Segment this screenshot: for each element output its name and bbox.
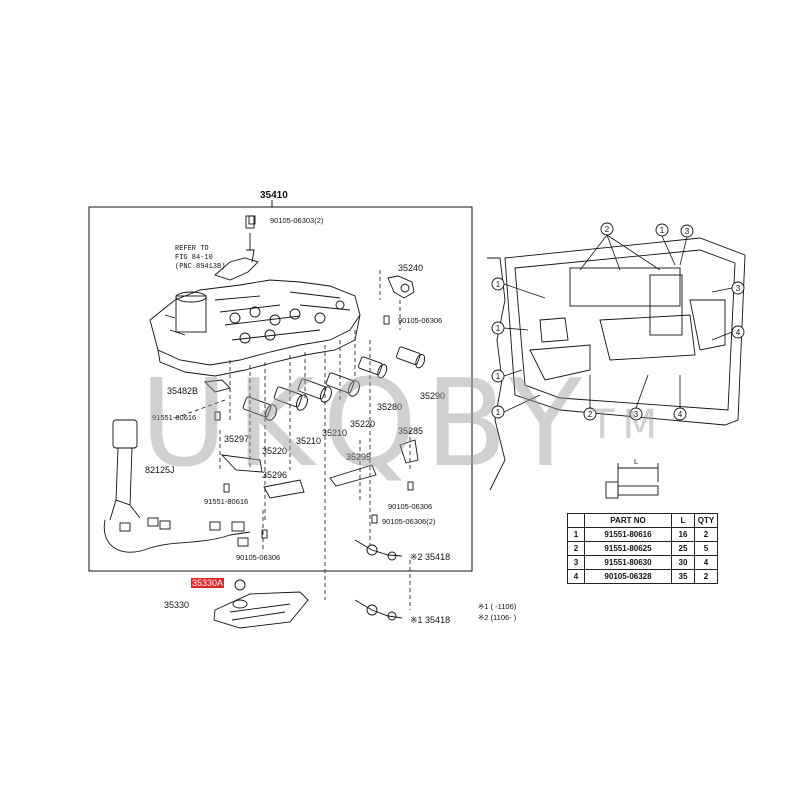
cell-index: 1 <box>567 527 585 542</box>
refer-line-1: REFER TO <box>175 245 209 253</box>
marker-3-a: 3 <box>685 227 690 236</box>
callout-35220-a: 35220 <box>350 419 376 429</box>
cell-index: 2 <box>567 541 585 556</box>
marker-4-a: 4 <box>736 328 741 337</box>
callout-91551-80616-b: 91551-80616 <box>204 497 249 506</box>
table-row: 4 90105-06328 35 2 <box>567 569 718 584</box>
callout-35240: 35240 <box>398 263 424 273</box>
strainer <box>213 579 309 629</box>
table-row: 3 91551-80630 30 4 <box>567 555 718 570</box>
marker-4-b: 4 <box>678 410 683 419</box>
note-1: ※1 ( -1106) <box>478 602 517 611</box>
cell-qty: 5 <box>694 541 718 556</box>
note-2: ※2 (1106- ) <box>478 613 517 622</box>
callout-90105-06306-a: 90105-06306 <box>398 316 443 325</box>
cell-length: 35 <box>671 569 695 584</box>
th-index <box>567 513 585 528</box>
marker-3-c: 3 <box>634 410 639 419</box>
marker-1-b: 1 <box>660 226 665 235</box>
callout-35418-a: ※2 35418 <box>410 552 451 562</box>
highlight-35330a: 35330A <box>191 578 225 588</box>
marker-2-b: 2 <box>588 410 593 419</box>
callout-90105-06306-b: 90105-06306 <box>388 502 433 511</box>
marker-1-e: 1 <box>496 408 501 417</box>
refer-line-3: (PNC 89413B) <box>175 263 226 271</box>
callout-35330: 35330 <box>164 600 190 610</box>
plates <box>204 379 419 499</box>
pipes <box>354 539 403 621</box>
callout-bolt-top: 90105-06303(2) <box>270 216 324 225</box>
callout-35210-b: 35210 <box>322 428 348 438</box>
cell-index: 4 <box>567 569 585 584</box>
table-row: 1 91551-80616 16 2 <box>567 527 718 542</box>
trademark-mark: TM <box>590 402 665 448</box>
marker-1-c: 1 <box>496 324 501 333</box>
bolts <box>214 215 414 539</box>
callout-35290: 35290 <box>420 391 446 401</box>
cell-qty: 4 <box>694 555 718 570</box>
cell-length: 16 <box>671 527 695 542</box>
assembly-frame <box>88 206 473 572</box>
callout-90105-06306-2: 90105-06306(2) <box>382 517 436 526</box>
marker-2-a: 2 <box>605 225 610 234</box>
solenoid-group <box>242 275 426 421</box>
cell-part-no: 90105-06328 <box>584 569 672 584</box>
marker-3-b: 3 <box>736 284 741 293</box>
bolt-dimension <box>605 463 659 499</box>
callout-35296: 35296 <box>262 470 288 480</box>
marker-1-a: 1 <box>496 280 501 289</box>
cell-part-no: 91551-80625 <box>584 541 672 556</box>
valve-body-illustration <box>149 215 361 377</box>
leader-lines <box>174 270 411 610</box>
marker-1-d: 1 <box>496 372 501 381</box>
cell-qty: 2 <box>694 569 718 584</box>
cell-part-no: 91551-80616 <box>584 527 672 542</box>
th-length: L <box>671 513 695 528</box>
bolt-table-header: PART NO L QTY <box>567 513 718 528</box>
callout-82125j: 82125J <box>145 465 175 475</box>
transmission-case <box>487 237 746 491</box>
th-part-no: PART NO <box>584 513 672 528</box>
refer-line-2: FIG 84-10 <box>175 254 213 262</box>
callout-35220-b: 35220 <box>262 446 288 456</box>
callout-35210-a: 35210 <box>296 436 322 446</box>
watermark-text: UKQBY <box>140 355 591 494</box>
callout-35297: 35297 <box>224 434 250 444</box>
cell-part-no: 91551-80630 <box>584 555 672 570</box>
callout-35295: 35295 <box>346 452 372 462</box>
callout-91551-80616-a: 91551-80616 <box>152 413 197 422</box>
wiring-harness <box>103 419 251 553</box>
cell-length: 30 <box>671 555 695 570</box>
cell-index: 3 <box>567 555 585 570</box>
callout-90105-06306-c: 90105-06306 <box>236 553 281 562</box>
callout-35330a: 35330A <box>191 578 225 588</box>
bolt-markers <box>491 222 745 421</box>
bolt-table: PART NO L QTY 1 91551-80616 16 2 2 91551… <box>567 513 718 584</box>
watermark: UKQBYTM <box>140 365 700 485</box>
dimension-l: L <box>634 457 639 466</box>
th-qty: QTY <box>694 513 718 528</box>
callout-35482b: 35482B <box>167 386 199 396</box>
callout-35280: 35280 <box>377 402 403 412</box>
callout-35418-b: ※1 35418 <box>410 615 451 625</box>
callout-assembly: 35410 <box>260 190 288 201</box>
table-row: 2 91551-80625 25 5 <box>567 541 718 556</box>
cell-qty: 2 <box>694 527 718 542</box>
cell-length: 25 <box>671 541 695 556</box>
callout-35285: 35285 <box>398 426 424 436</box>
